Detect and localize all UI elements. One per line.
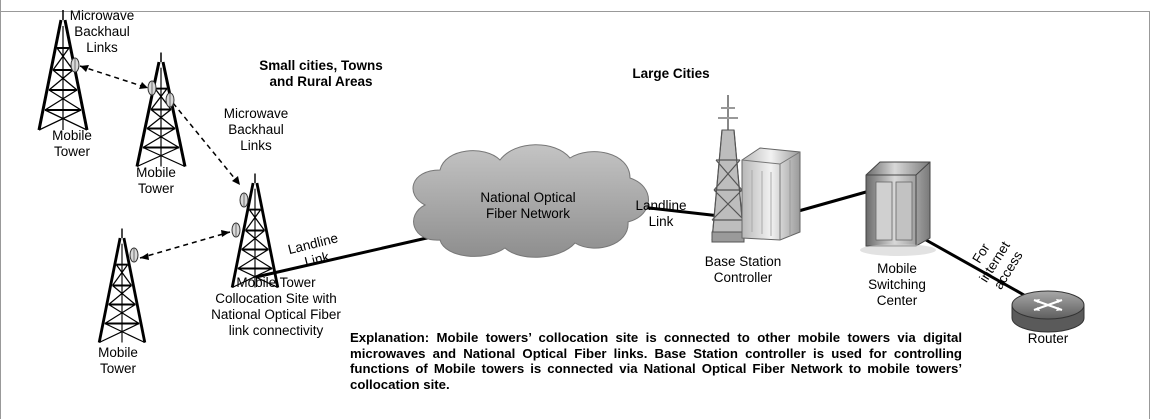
tower-icon-3 — [230, 172, 280, 289]
microwave-links-label-2: Microwave Backhaul Links — [223, 106, 289, 153]
msc-router-link — [925, 238, 1025, 297]
mobile-tower-label-3: Mobile Tower — [98, 345, 138, 376]
microwave-links-label-1: Microwave Backhaul Links — [69, 8, 135, 55]
cloud-icon — [412, 144, 649, 258]
landline-link-label-2: Landline Link — [635, 198, 687, 229]
microwave-link-1 — [79, 65, 149, 89]
tower-icon-4 — [97, 227, 147, 344]
msc-icon — [860, 161, 936, 256]
small-areas-label: Small cities, Towns and Rural Areas — [259, 58, 383, 89]
explanation-text: Explanation: Mobile towers’ collocation … — [350, 330, 962, 392]
bsc-cabinet-icon — [741, 147, 801, 241]
mobile-tower-label-1: Mobile Tower — [52, 128, 92, 159]
landline-link-1 — [255, 233, 441, 279]
microwave-link-3 — [139, 231, 231, 259]
bsc-label: Base Station Controller — [704, 254, 782, 285]
router-icon — [1011, 290, 1085, 333]
collocation-site-label: Mobile Tower Collocation Site with Natio… — [211, 275, 341, 338]
cloud-label: National Optical Fiber Network — [480, 190, 576, 221]
bsc-tower-icon — [711, 95, 745, 243]
router-label: Router — [1027, 331, 1069, 346]
large-cities-label: Large Cities — [632, 66, 710, 81]
tower-icon-2 — [135, 51, 187, 168]
bsc-msc-link — [794, 190, 867, 214]
mobile-tower-label-2: Mobile Tower — [136, 165, 176, 196]
msc-label: Mobile Switching Center — [868, 261, 926, 308]
